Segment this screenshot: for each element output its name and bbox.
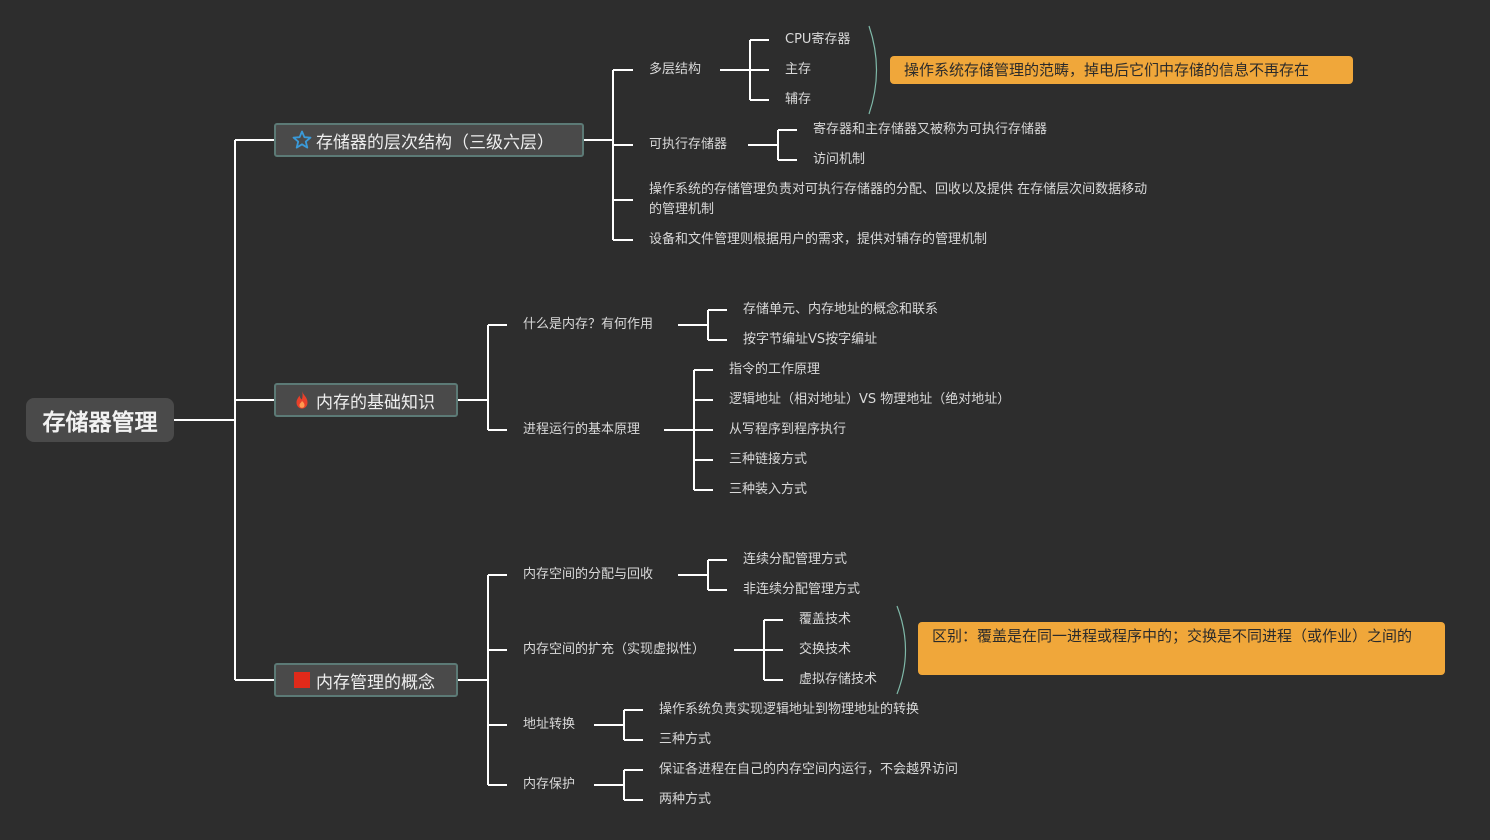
- topic-cpu-register[interactable]: CPU寄存器: [785, 32, 851, 47]
- topic-logical-vs-physical-address[interactable]: 逻辑地址（相对地址）VS 物理地址（绝对地址）: [729, 392, 1011, 407]
- branch-memory-basics[interactable]: 内存的基础知识: [274, 383, 458, 417]
- branch-label: 内存的基础知识: [316, 392, 435, 413]
- topic-instruction-principle[interactable]: 指令的工作原理: [729, 362, 821, 377]
- topic-allocation-reclamation[interactable]: 内存空间的分配与回收: [523, 567, 654, 582]
- topic-linking-methods[interactable]: 三种链接方式: [729, 452, 808, 467]
- fire-icon: [296, 391, 308, 409]
- topic-multilevel-structure[interactable]: 多层结构: [649, 62, 702, 77]
- topic-two-methods[interactable]: 两种方式: [659, 792, 712, 807]
- branch-label: 存储器的层次结构（三级六层）: [316, 132, 554, 153]
- branch-memory-management-concepts[interactable]: 内存管理的概念: [274, 663, 458, 697]
- root-topic[interactable]: 存储器管理: [26, 398, 174, 442]
- topic-contiguous-allocation[interactable]: 连续分配管理方式: [743, 552, 848, 567]
- topic-os-address-translation[interactable]: 操作系统负责实现逻辑地址到物理地址的转换: [659, 702, 920, 717]
- callout-storage-scope[interactable]: 操作系统存储管理的范畴，掉电后它们中存储的信息不再存在: [890, 56, 1353, 84]
- topic-three-methods[interactable]: 三种方式: [659, 732, 712, 747]
- topic-swapping[interactable]: 交换技术: [799, 642, 852, 657]
- topic-main-memory[interactable]: 主存: [785, 62, 812, 77]
- topic-memory-expansion[interactable]: 内存空间的扩充（实现虚拟性）: [523, 642, 706, 657]
- topic-virtual-storage[interactable]: 虚拟存储技术: [799, 672, 878, 687]
- topic-program-to-execution[interactable]: 从写程序到程序执行: [729, 422, 847, 437]
- topic-executable-storage-definition[interactable]: 寄存器和主存储器又被称为可执行存储器: [813, 122, 1048, 137]
- topic-byte-vs-word-addressing[interactable]: 按字节编址VS按字编址: [743, 332, 878, 347]
- branch-label: 内存管理的概念: [316, 672, 435, 693]
- topic-executable-storage[interactable]: 可执行存储器: [649, 137, 728, 152]
- branch-storage-hierarchy[interactable]: 存储器的层次结构（三级六层）: [274, 123, 584, 157]
- star-icon: [292, 130, 312, 149]
- topic-access-mechanism[interactable]: 访问机制: [813, 152, 866, 167]
- topic-process-isolation[interactable]: 保证各进程在自己的内存空间内运行，不会越界访问: [659, 762, 959, 777]
- topic-noncontiguous-allocation[interactable]: 非连续分配管理方式: [743, 582, 861, 597]
- topic-address-translation[interactable]: 地址转换: [523, 717, 576, 732]
- topic-process-run-principle[interactable]: 进程运行的基本原理: [523, 422, 641, 437]
- topic-loading-methods[interactable]: 三种装入方式: [729, 482, 808, 497]
- red-square-icon: [294, 672, 310, 688]
- topic-os-storage-management[interactable]: 操作系统的存储管理负责对可执行存储器的分配、回收以及提供 在存储层次间数据移动的…: [649, 182, 1148, 217]
- topic-auxiliary-storage[interactable]: 辅存: [785, 92, 812, 107]
- topic-what-is-memory[interactable]: 什么是内存？有何作用: [523, 317, 654, 332]
- topic-overlay[interactable]: 覆盖技术: [799, 612, 852, 627]
- topic-memory-protection[interactable]: 内存保护: [523, 777, 576, 792]
- topic-storage-unit-address[interactable]: 存储单元、内存地址的概念和联系: [743, 302, 939, 317]
- topic-device-file-management[interactable]: 设备和文件管理则根据用户的需求，提供对辅存的管理机制: [649, 232, 988, 247]
- callout-overlay-vs-swap[interactable]: 区别：覆盖是在同一进程或程序中的；交换是不同进程（或作业）之间的: [918, 622, 1445, 675]
